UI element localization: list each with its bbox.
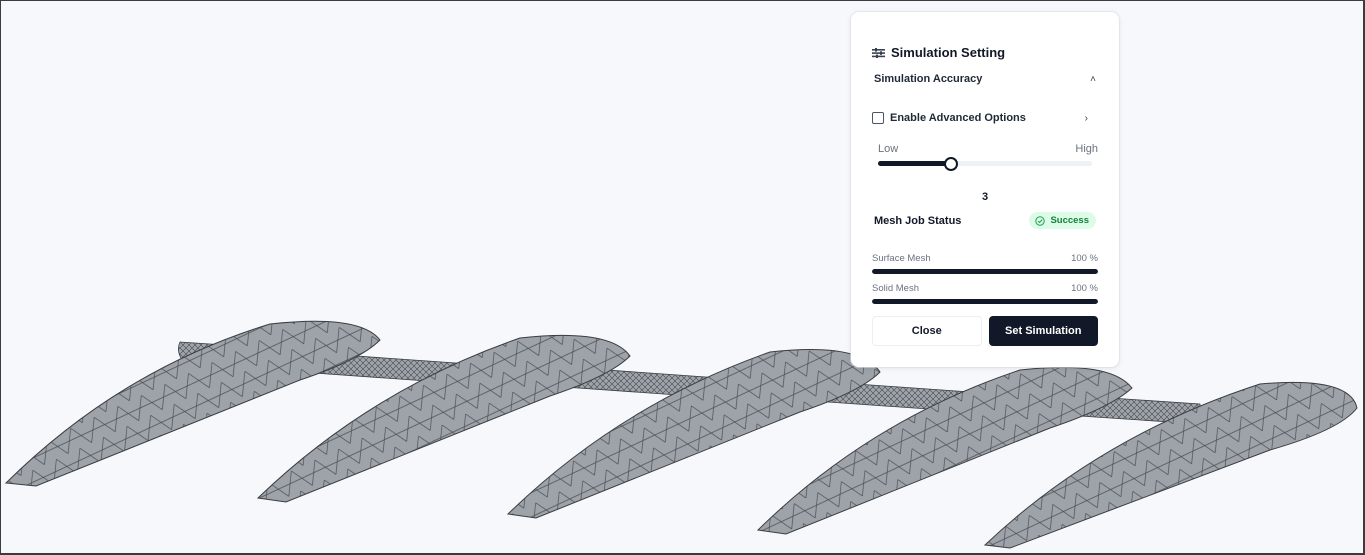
section-label: Simulation Accuracy <box>874 73 983 85</box>
status-badge: Success <box>1029 212 1096 229</box>
slider-track[interactable] <box>878 161 1092 166</box>
progress-value: 100 % <box>1071 253 1098 264</box>
panel-header: Simulation Setting <box>872 45 1005 60</box>
advanced-options-row[interactable]: Enable Advanced Options › <box>872 112 1088 124</box>
panel-actions: Close Set Simulation <box>872 316 1098 346</box>
range-max-label: High <box>1075 143 1098 155</box>
accuracy-slider[interactable] <box>878 157 1092 171</box>
progress-bar <box>872 269 1098 274</box>
advanced-options-checkbox[interactable] <box>872 112 884 124</box>
accuracy-value: 3 <box>981 191 989 203</box>
panel-title: Simulation Setting <box>891 45 1006 60</box>
range-min-label: Low <box>878 143 899 155</box>
chevron-right-icon[interactable]: › <box>1084 112 1088 124</box>
slider-thumb[interactable] <box>944 157 958 171</box>
slider-fill <box>878 161 952 166</box>
progress-label: Surface Mesh <box>872 253 931 264</box>
accuracy-range-labels: Low High <box>878 143 1098 155</box>
simulation-setting-panel: Simulation Setting Simulation Accuracy ˄… <box>851 12 1119 367</box>
advanced-options-label: Enable Advanced Options <box>890 112 1026 124</box>
chevron-up-icon: ˄ <box>1090 73 1096 85</box>
check-circle-icon <box>1035 215 1046 226</box>
close-button[interactable]: Close <box>872 316 982 346</box>
set-simulation-button[interactable]: Set Simulation <box>988 316 1098 346</box>
progress-label: Solid Mesh <box>872 283 919 294</box>
solid-mesh-progress: Solid Mesh 100 % <box>872 283 1098 304</box>
status-badge-text: Success <box>1050 215 1089 226</box>
mesh-job-status-row: Mesh Job Status Success <box>874 212 1096 229</box>
progress-fill <box>872 299 1098 304</box>
sliders-icon <box>872 47 885 58</box>
progress-value: 100 % <box>1071 283 1098 294</box>
mesh-status-label: Mesh Job Status <box>874 214 962 227</box>
airfoil-blade <box>4 320 1358 549</box>
progress-bar <box>872 299 1098 304</box>
surface-mesh-progress: Surface Mesh 100 % <box>872 253 1098 274</box>
simulation-accuracy-toggle[interactable]: Simulation Accuracy ˄ <box>874 73 1096 85</box>
progress-fill <box>872 269 1098 274</box>
